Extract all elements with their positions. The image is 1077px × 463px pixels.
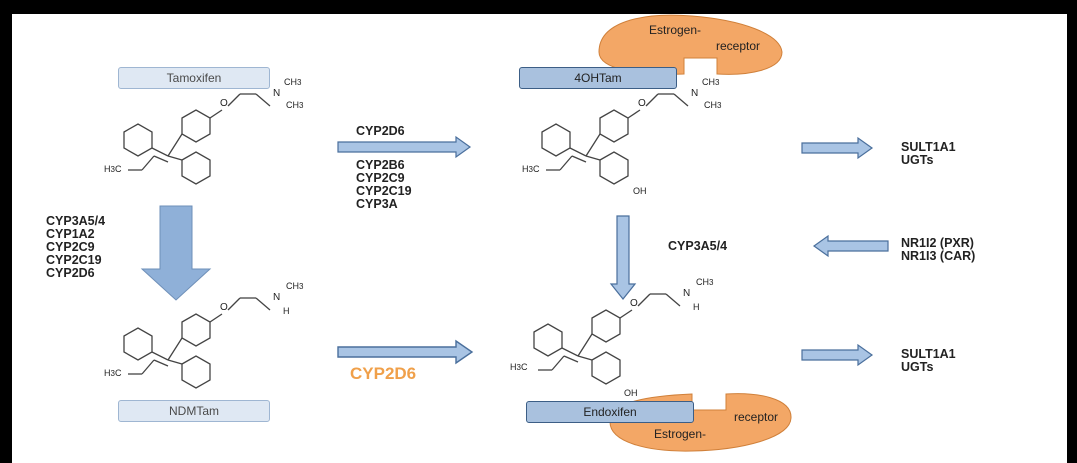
tamoxifen-structure <box>123 93 271 185</box>
4ohtam-structure <box>541 93 689 185</box>
arrow-nr-to-cyp3a <box>812 234 889 258</box>
ohtam-n-atom: N <box>691 88 699 99</box>
arrow-tam-to-4oh <box>337 135 472 159</box>
enzyme-top-2: CYP2C9 <box>356 171 405 185</box>
enzyme-top-1: CYP2B6 <box>356 158 405 172</box>
arrow-4oh-to-endox <box>609 215 637 300</box>
conj-top-1: SULT1A1 <box>901 140 956 154</box>
enzyme-top-main: CYP2D6 <box>356 124 405 138</box>
endox-n-atom: N <box>683 288 691 299</box>
ohtam-h3c: H3C <box>522 164 540 174</box>
arrow-endox-to-sult <box>801 343 874 367</box>
regulator-pxr: NR1I2 (PXR) <box>901 236 974 250</box>
tam-ch3-a: CH3 <box>284 77 302 87</box>
enzyme-top-4: CYP3A <box>356 197 398 211</box>
ndmtam-label: NDMTam <box>118 400 270 422</box>
receptor-top-line1: Estrogen- <box>649 23 702 37</box>
tam-h3c: H3C <box>104 164 122 174</box>
enzyme-mid-right: CYP3A5/4 <box>668 239 728 253</box>
4ohtam-label: 4OHTam <box>519 67 677 89</box>
receptor-bottom-line1: receptor <box>734 410 779 424</box>
enzyme-left-4: CYP2C19 <box>46 253 102 267</box>
ndm-h3c: H3C <box>104 368 122 378</box>
enzyme-left-2: CYP1A2 <box>46 227 95 241</box>
endox-h3c: H3C <box>510 362 528 372</box>
enzyme-top-3: CYP2C19 <box>356 184 412 198</box>
ndm-ch3: CH3 <box>286 281 304 291</box>
ndm-n-atom: N <box>273 292 281 303</box>
endox-ch3: CH3 <box>696 277 714 287</box>
ndmtam-structure <box>123 297 271 389</box>
endoxifen-label: Endoxifen <box>526 401 694 423</box>
conj-bottom-2: UGTs <box>901 360 934 374</box>
endox-o-atom: O <box>630 298 638 309</box>
ohtam-o-atom: O <box>638 98 646 109</box>
receptor-top-line2: receptor <box>716 39 761 53</box>
tamoxifen-label: Tamoxifen <box>118 67 270 89</box>
regulator-car: NR1I3 (CAR) <box>901 249 976 263</box>
endoxifen-structure <box>533 293 681 385</box>
endox-h: H <box>693 302 700 312</box>
tam-o-atom: O <box>220 98 228 109</box>
conj-top-2: UGTs <box>901 153 934 167</box>
enzyme-left-3: CYP2C9 <box>46 240 95 254</box>
tam-n-atom: N <box>273 88 281 99</box>
tam-ch3-b: CH3 <box>286 100 304 110</box>
receptor-bottom-line2: Estrogen- <box>654 427 707 441</box>
endox-oh: OH <box>624 388 638 398</box>
enzyme-left-5: CYP2D6 <box>46 266 95 280</box>
ndm-o-atom: O <box>220 302 228 313</box>
arrow-tam-to-ndm <box>140 205 212 301</box>
arrow-4oh-to-sult <box>801 136 874 160</box>
enzyme-left-1: CYP3A5/4 <box>46 214 106 228</box>
ohtam-oh: OH <box>633 186 647 196</box>
conj-bottom-1: SULT1A1 <box>901 347 956 361</box>
diagram-canvas: Tamoxifen 4OHTam NDMTam Endoxifen Estrog… <box>12 14 1067 463</box>
ohtam-ch3-a: CH3 <box>702 77 720 87</box>
arrow-ndm-to-endox <box>337 339 474 365</box>
ndm-h: H <box>283 306 290 316</box>
enzyme-bottom-cyp2d6: CYP2D6 <box>350 364 417 383</box>
ohtam-ch3-b: CH3 <box>704 100 722 110</box>
